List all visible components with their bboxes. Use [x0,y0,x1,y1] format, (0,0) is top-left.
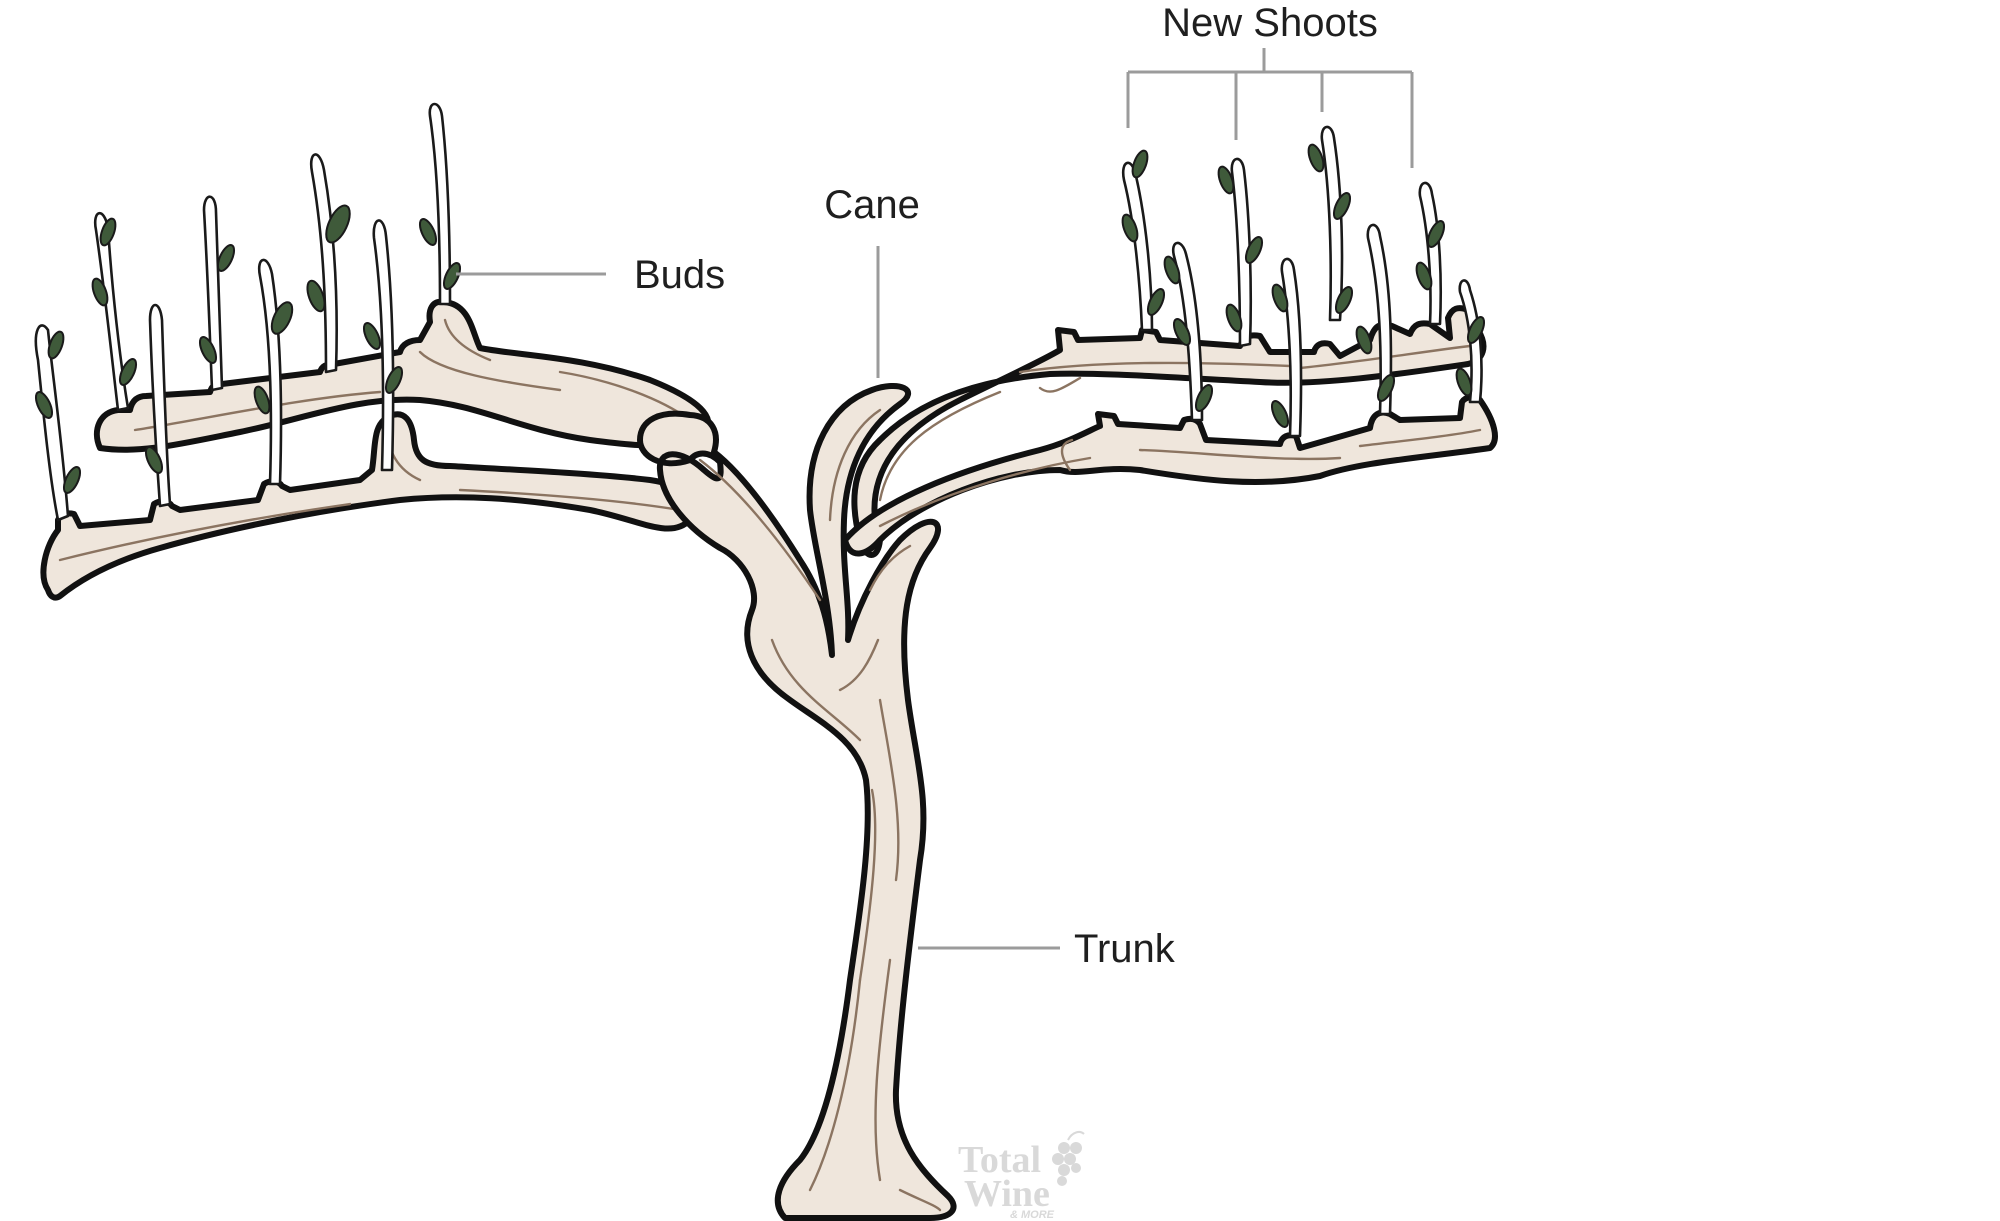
leaf-icon [118,358,138,386]
shoot [257,258,283,486]
leaf-icon [1225,303,1243,333]
leaf-icon [384,366,404,394]
leaf-icon [418,218,438,246]
logo-line1: Total [958,1139,1041,1181]
logo-line2: Wine [964,1173,1050,1215]
shoot [1230,157,1253,348]
shoot [148,303,172,508]
leaf-icon [1194,384,1214,412]
leader-lines [456,48,1414,950]
new-shoots-label: New Shoots [1162,1,1378,45]
shoot [202,195,224,392]
leaf-icon [1466,316,1486,344]
leaf-icon [62,466,82,494]
leaf-icon [1131,149,1149,179]
leaf-icon [325,204,351,244]
trunk [637,383,957,1221]
leaf-icon [34,391,54,419]
leaf-icon [1217,165,1235,195]
shoot [93,211,130,412]
leaf-icon [1163,255,1181,285]
leaf-icon [1172,318,1192,346]
leaf-icon [270,301,294,335]
cane-label: Cane [824,183,920,227]
leaf-icon [1244,236,1264,264]
leaf-icon [253,385,271,415]
shoot [309,153,338,374]
leaf-icon [47,330,65,360]
leaf-icon [1415,261,1433,291]
shoot [34,324,70,522]
shoot [1418,181,1443,326]
shoot [1366,223,1393,416]
shoot [1121,161,1154,332]
buds-label: Buds [634,253,725,297]
leaf-icon [216,244,236,272]
leaf-icon [1146,288,1166,316]
leaf-icon [1121,213,1139,243]
leaf-icon [1270,400,1290,428]
shoot [1320,125,1344,322]
leaf-icon [198,336,218,364]
grape-cluster-icon [1052,1131,1085,1186]
leaf-icon [91,277,109,307]
leaf-icon [144,446,164,474]
leaf-icon [1355,325,1373,355]
total-wine-logo: Total Wine & MORE [958,1131,1085,1221]
shoots-left [34,102,452,522]
leaf-icon [362,322,382,350]
leaf-icon [1334,286,1354,314]
leaf-icon [1307,143,1325,173]
leaf-icon [1455,367,1473,397]
new-shoots-bracket [1126,48,1414,168]
leaf-icon [1332,192,1352,220]
leaves [34,143,1486,494]
trunk-label: Trunk [1074,927,1176,971]
leaf-icon [1426,220,1446,248]
leaf-icon [306,279,326,313]
leaf-icon [99,217,117,247]
shoot [428,102,452,306]
leaf-icon [442,262,462,290]
leaf-icon [1376,374,1396,402]
leaf-icon [1271,283,1289,313]
logo-line3: & MORE [1010,1209,1055,1221]
